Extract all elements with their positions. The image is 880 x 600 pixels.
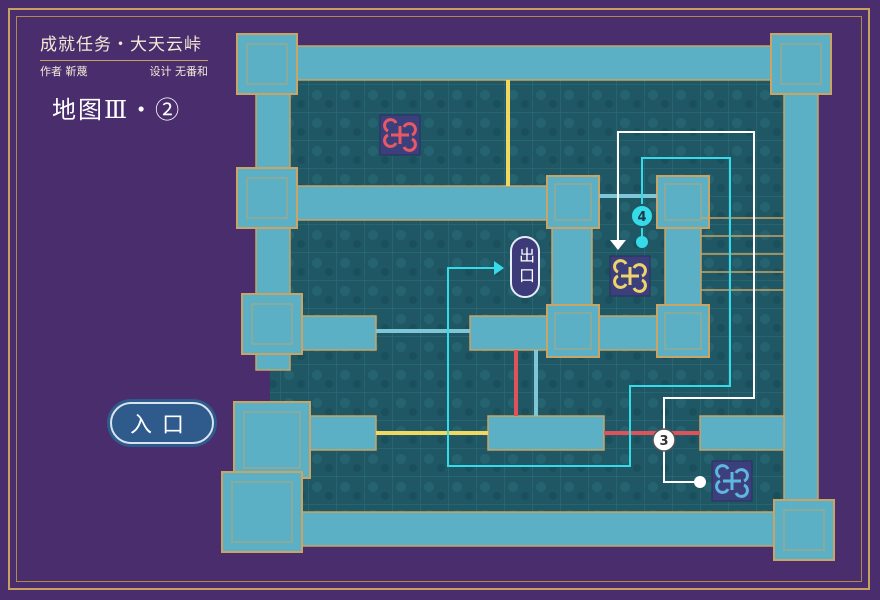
entrance-label: 入口 <box>110 402 214 444</box>
outer-frame <box>8 8 870 590</box>
knot-switch-gold-icon[interactable] <box>609 255 651 297</box>
route-cyan <box>447 157 731 467</box>
wall-mid-arm-right <box>595 315 667 351</box>
route-cyan-start <box>636 236 648 248</box>
marker-3[interactable]: 3 <box>652 428 676 452</box>
pillar-left-mid <box>236 167 298 229</box>
marker-4-label: 4 <box>637 210 646 225</box>
knot-switch-blue-icon[interactable] <box>711 460 753 502</box>
pillar-top-left <box>236 33 298 95</box>
exit-label: 出口 <box>510 236 540 298</box>
pillar-bottom-left <box>221 471 303 553</box>
wall-lower-right <box>699 415 785 451</box>
author-label: 作者 靳蔑 <box>40 65 88 78</box>
wall-right <box>783 59 819 541</box>
pillar-entrance <box>233 401 311 479</box>
wall-entrance-arm <box>305 415 377 451</box>
route-white <box>617 131 755 483</box>
marker-4[interactable]: 4 <box>630 204 654 228</box>
pillar-bottom-right <box>773 499 835 561</box>
marker-3-label: 3 <box>659 434 668 449</box>
credits: 作者 靳蔑 设计 无番和 <box>40 65 208 79</box>
wall-left-arm <box>295 315 377 351</box>
wall-inner-top <box>289 185 561 221</box>
barriers <box>376 80 700 435</box>
route-white-arrowhead <box>610 240 626 250</box>
pillar-top-right <box>770 33 832 95</box>
inner-frame <box>16 16 862 582</box>
map-title: 地图Ⅲ・② <box>52 96 182 124</box>
pillar-left-lower <box>241 293 303 355</box>
quest-title: 成就任务・大天云峠 <box>40 35 202 55</box>
route-cyan-arrowhead <box>494 261 504 275</box>
pillar-inner-4 <box>656 304 710 358</box>
pillar-inner-3 <box>546 304 600 358</box>
design-label: 设计 无番和 <box>149 65 209 78</box>
pillar-inner-2 <box>656 175 710 229</box>
knot-switch-red-icon[interactable] <box>379 114 421 156</box>
wall-top <box>261 45 803 81</box>
route-white-start <box>694 476 706 488</box>
title-divider <box>40 60 208 61</box>
title-block: 成就任务・大天云峠 作者 靳蔑 设计 无番和 <box>40 34 210 79</box>
grille <box>701 217 784 291</box>
wall-bottom <box>261 511 803 547</box>
pillar-inlays <box>231 43 825 551</box>
wall-lower-mid <box>487 415 605 451</box>
map-floor <box>270 72 790 524</box>
pillar-inner-1 <box>546 175 600 229</box>
